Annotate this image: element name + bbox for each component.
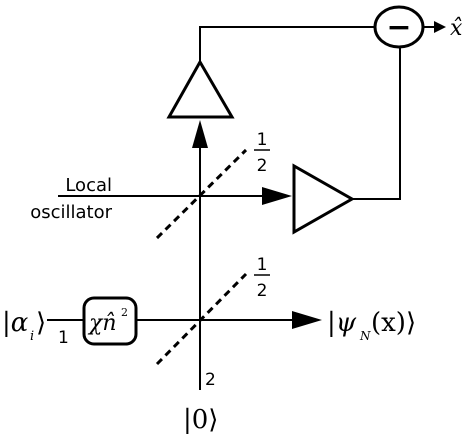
subtractor-feed-line: [352, 46, 401, 200]
vacuum-port-label: 2: [205, 370, 216, 390]
output-state-label: |ψ: [327, 308, 357, 338]
lower-beam-splitter: [155, 272, 248, 366]
kerr-exponent: 2: [121, 306, 128, 319]
output-state-tail: (x)⟩: [371, 308, 416, 338]
measurement-output-label: x̂: [450, 16, 463, 41]
input-state-subscript: i: [30, 329, 34, 344]
amplifier-feed-line: [199, 26, 374, 62]
local-oscillator-label-line2: oscillator: [30, 202, 112, 223]
output-state-subscript: N: [359, 329, 371, 343]
subtractor-symbol: −: [386, 10, 411, 45]
kerr-label: χn̂: [87, 311, 117, 336]
input-state-label: |α: [2, 308, 29, 338]
lower-splitter-numerator: 1: [257, 255, 268, 275]
local-oscillator-arrow: [262, 187, 292, 205]
lower-splitter-denominator: 2: [257, 281, 268, 301]
vertical-amplifier: [166, 58, 235, 119]
upper-beam-splitter: [155, 148, 248, 240]
output-arrow: [292, 311, 322, 329]
vertical-beam-arrow: [192, 120, 208, 148]
input-state-close: ⟩: [36, 308, 46, 338]
upper-splitter-numerator: 1: [257, 130, 268, 150]
measurement-arrow: [434, 21, 446, 33]
upper-splitter-denominator: 2: [257, 156, 268, 176]
horizontal-amplifier: [292, 163, 356, 235]
local-oscillator-label-line1: Local: [65, 175, 112, 196]
input-port-label: 1: [58, 328, 69, 348]
vacuum-state-label: |0⟩: [183, 405, 218, 435]
kerr-medium-box: [82, 296, 138, 346]
